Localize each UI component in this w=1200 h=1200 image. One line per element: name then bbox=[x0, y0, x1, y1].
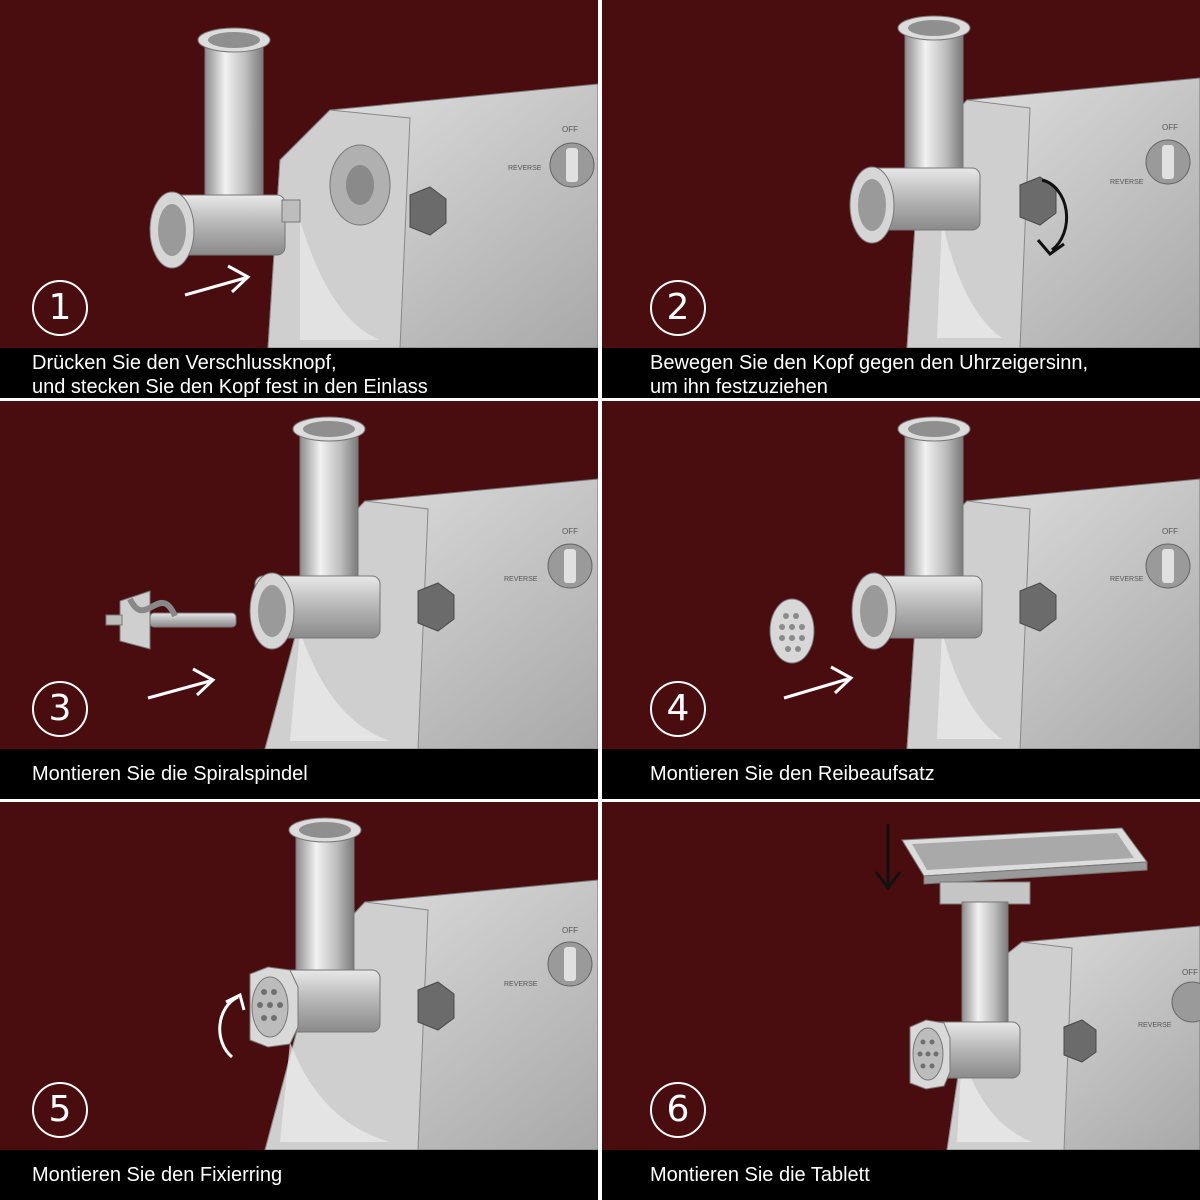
step-panel-1: OFF REVERSE 1 Drücken Sie den Verschluss… bbox=[0, 0, 598, 398]
off-label: OFF bbox=[562, 125, 578, 134]
caption-line: Drücken Sie den Verschlussknopf, bbox=[32, 352, 337, 374]
step-caption-4: Montieren Sie den Reibeaufsatz bbox=[602, 749, 1200, 799]
step-panel-4: OFF REVERSE 4 bbox=[602, 401, 1200, 799]
caption-line: Montieren Sie die Spiralspindel bbox=[32, 763, 308, 785]
caption-line: Montieren Sie die Tablett bbox=[650, 1164, 870, 1186]
step-illustration-3: OFF REVERSE bbox=[0, 401, 598, 749]
step-number-6: 6 bbox=[650, 1082, 706, 1138]
reverse-label: REVERSE bbox=[1110, 576, 1144, 583]
step-illustration-6: OFF REVERSE bbox=[602, 802, 1200, 1150]
step-panel-3: OFF REVERSE 3 Montieren Sie die Spiralsp… bbox=[0, 401, 598, 799]
step-number-5: 5 bbox=[32, 1082, 88, 1138]
step-illustration-5: OFF REVERSE bbox=[0, 802, 598, 1150]
step-panel-2: OFF REVERSE 2 Bewegen Sie den Kopf gegen… bbox=[602, 0, 1200, 398]
off-label: OFF bbox=[562, 527, 578, 536]
caption-line: um ihn festzuziehen bbox=[650, 376, 828, 398]
off-label: OFF bbox=[562, 926, 578, 935]
step-caption-2: Bewegen Sie den Kopf gegen den Uhrzeiger… bbox=[602, 348, 1200, 398]
step-panel-5: OFF REVERSE 5 Montieren Sie den F bbox=[0, 802, 598, 1200]
caption-line: und stecken Sie den Kopf fest in den Ein… bbox=[32, 376, 428, 398]
step-illustration-1: OFF REVERSE bbox=[0, 0, 598, 348]
step-number-4: 4 bbox=[650, 681, 706, 737]
step-caption-3: Montieren Sie die Spiralspindel bbox=[0, 749, 598, 799]
step-panel-6: OFF REVERSE 6 bbox=[602, 802, 1200, 1200]
step-number-3: 3 bbox=[32, 681, 88, 737]
step-number-2: 2 bbox=[650, 280, 706, 336]
step-number-1: 1 bbox=[32, 280, 88, 336]
step-illustration-4: OFF REVERSE bbox=[602, 401, 1200, 749]
reverse-label: REVERSE bbox=[504, 981, 538, 988]
reverse-label: REVERSE bbox=[1138, 1022, 1172, 1029]
caption-line: Montieren Sie den Reibeaufsatz bbox=[650, 763, 935, 785]
caption-line: Bewegen Sie den Kopf gegen den Uhrzeiger… bbox=[650, 352, 1089, 374]
off-label: OFF bbox=[1162, 527, 1178, 536]
step-caption-1: Drücken Sie den Verschlussknopf, und ste… bbox=[0, 348, 598, 398]
reverse-label: REVERSE bbox=[504, 576, 538, 583]
caption-line: Montieren Sie den Fixierring bbox=[32, 1164, 283, 1186]
off-label: OFF bbox=[1182, 968, 1198, 977]
step-caption-5: Montieren Sie den Fixierring bbox=[0, 1150, 598, 1200]
off-label: OFF bbox=[1162, 123, 1178, 132]
reverse-label: REVERSE bbox=[1110, 179, 1144, 186]
step-illustration-2: OFF REVERSE bbox=[602, 0, 1200, 348]
reverse-label: REVERSE bbox=[508, 165, 542, 172]
step-caption-6: Montieren Sie die Tablett bbox=[602, 1150, 1200, 1200]
